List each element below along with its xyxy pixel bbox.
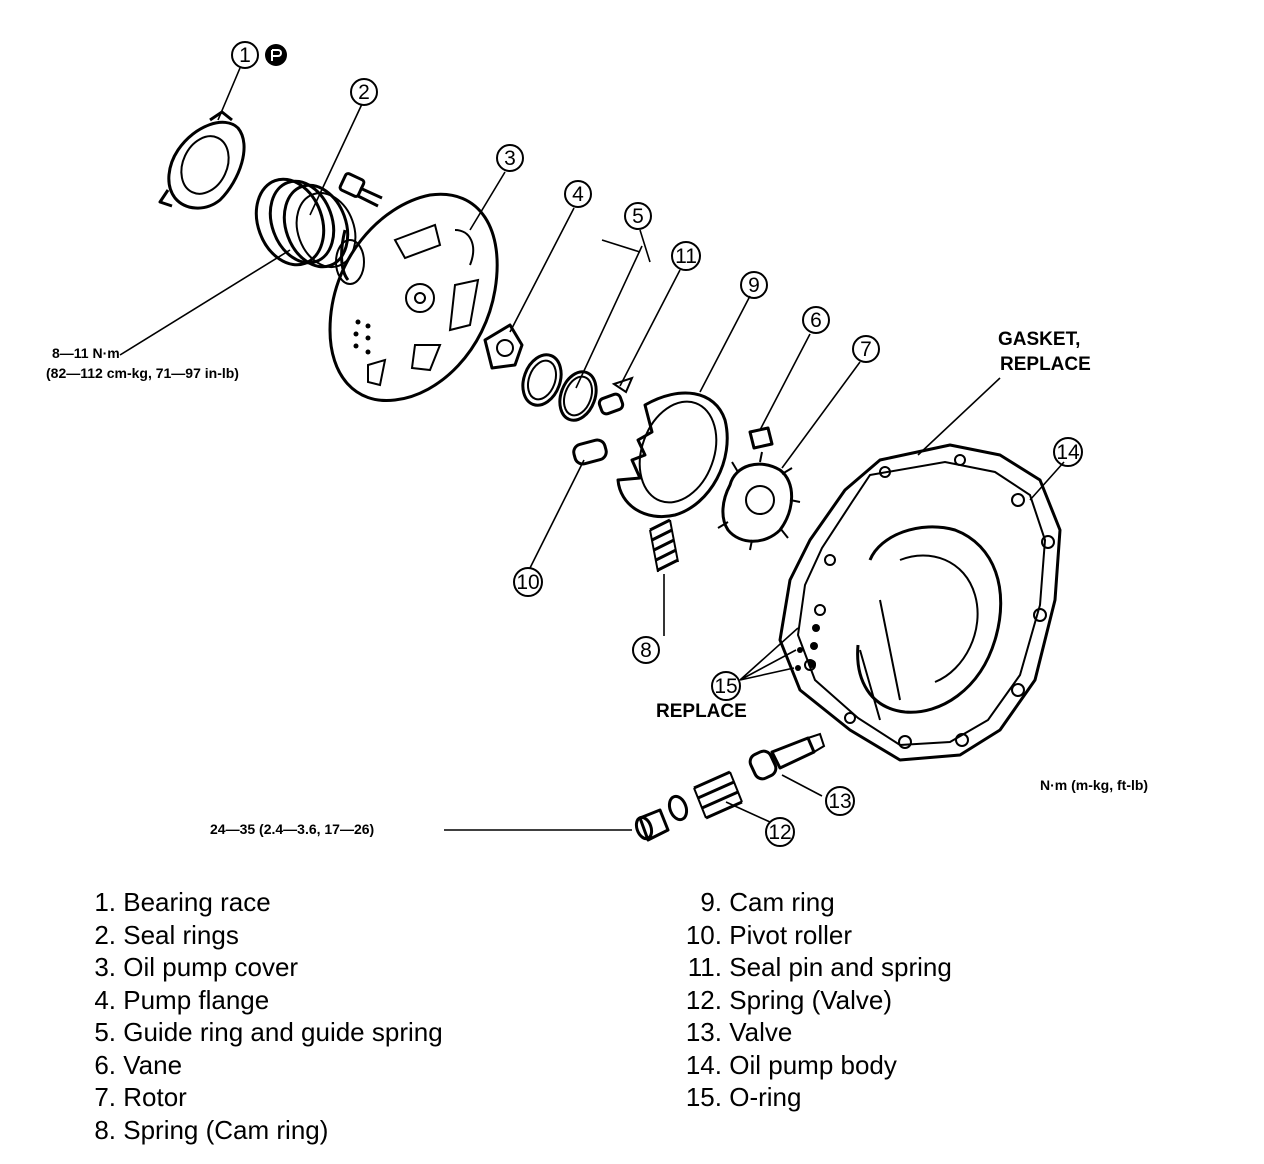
gasket-replace-label: REPLACE [1000, 354, 1091, 375]
part-rotor [717, 451, 801, 551]
callout-15: 15 [711, 671, 741, 701]
oring-replace-label: REPLACE [656, 701, 747, 722]
part-bearing-race [158, 110, 246, 210]
diagram-svg: 1 2 3 4 5 11 9 6 7 14 10 [46, 41, 1148, 847]
part-spring-cam [649, 518, 679, 573]
callout-7: 7 [852, 335, 880, 363]
part-seal-rings [254, 177, 357, 269]
svg-text:8: 8 [640, 639, 652, 662]
svg-text:11: 11 [675, 245, 697, 268]
callout-4: 4 [564, 180, 592, 208]
legend-item: 14. Oil pump body [685, 1049, 897, 1080]
torque-plug-value: 24—35 (2.4—3.6, 17—26) [210, 821, 374, 837]
legend-item: 2. Seal rings [94, 919, 239, 950]
callout-14: 14 [1053, 437, 1083, 467]
legend-right-column: 9. Cam ring 10. Pivot roller 11. Seal pi… [666, 886, 952, 1114]
part-cam-ring [616, 391, 729, 518]
legend-item: 6. Vane [94, 1049, 183, 1080]
legend-item: 4. Pump flange [94, 984, 270, 1015]
callout-1-torque-symbol [265, 44, 287, 66]
legend-item: 12. Spring (Valve) [685, 984, 893, 1015]
legend-item: 8. Spring (Cam ring) [94, 1114, 329, 1145]
callout-9: 9 [740, 271, 768, 299]
svg-text:2: 2 [358, 81, 370, 104]
legend-item: 7. Rotor [94, 1082, 187, 1112]
legend-item: 11. Seal pin and spring [687, 952, 952, 982]
callout-12: 12 [765, 817, 795, 847]
legend-item: 5. Guide ring and guide spring [94, 1017, 443, 1047]
gasket-label: GASKET, [998, 329, 1080, 350]
part-oil-pump-body [778, 443, 1062, 762]
svg-text:9: 9 [748, 274, 760, 297]
svg-text:1: 1 [239, 44, 251, 67]
svg-text:3: 3 [504, 147, 516, 170]
svg-text:4: 4 [572, 183, 584, 206]
torque-bolt-value: 8—11 N·m [52, 345, 120, 361]
callout-3: 3 [496, 144, 524, 172]
part-seal-pin [597, 376, 634, 416]
part-pivot-roller [572, 438, 608, 466]
callout-10: 10 [513, 567, 543, 597]
svg-text:13: 13 [828, 790, 851, 813]
part-bolt [338, 172, 383, 208]
part-valve [748, 732, 826, 781]
svg-text:6: 6 [810, 309, 822, 332]
units-note: N·m (m-kg, ft-lb) [1040, 777, 1148, 793]
callout-8: 8 [632, 636, 660, 664]
svg-text:15: 15 [714, 675, 737, 698]
torque-bolt-units: (82—112 cm-kg, 71—97 in-lb) [46, 365, 239, 381]
part-vane [748, 426, 774, 450]
callout-13: 13 [825, 786, 855, 816]
leader-lines [119, 67, 1065, 831]
callout-1: 1 [231, 41, 259, 69]
callout-2: 2 [350, 78, 378, 106]
legend-item: 9. Cam ring [700, 887, 835, 917]
callout-11: 11 [671, 241, 701, 271]
svg-text:10: 10 [516, 571, 539, 594]
legend-item: 15. O-ring [685, 1082, 802, 1112]
legend-item: 13. Valve [685, 1017, 793, 1047]
callout-6: 6 [802, 306, 830, 334]
legend-item: 3. Oil pump cover [94, 952, 299, 982]
part-pump-flange [483, 323, 524, 370]
part-guide-ring [521, 353, 598, 422]
svg-text:12: 12 [768, 821, 791, 844]
svg-text:14: 14 [1056, 441, 1080, 464]
callout-5: 5 [624, 202, 652, 230]
part-plug [634, 808, 670, 842]
svg-text:7: 7 [860, 338, 872, 361]
part-oil-pump-cover [328, 192, 499, 403]
part-spring-valve [667, 770, 743, 822]
legend-left-column: 1. Bearing race 2. Seal rings 3. Oil pum… [80, 886, 443, 1146]
legend-item: 10. Pivot roller [685, 919, 853, 950]
svg-text:5: 5 [632, 205, 644, 228]
legend-item: 1. Bearing race [94, 887, 271, 917]
